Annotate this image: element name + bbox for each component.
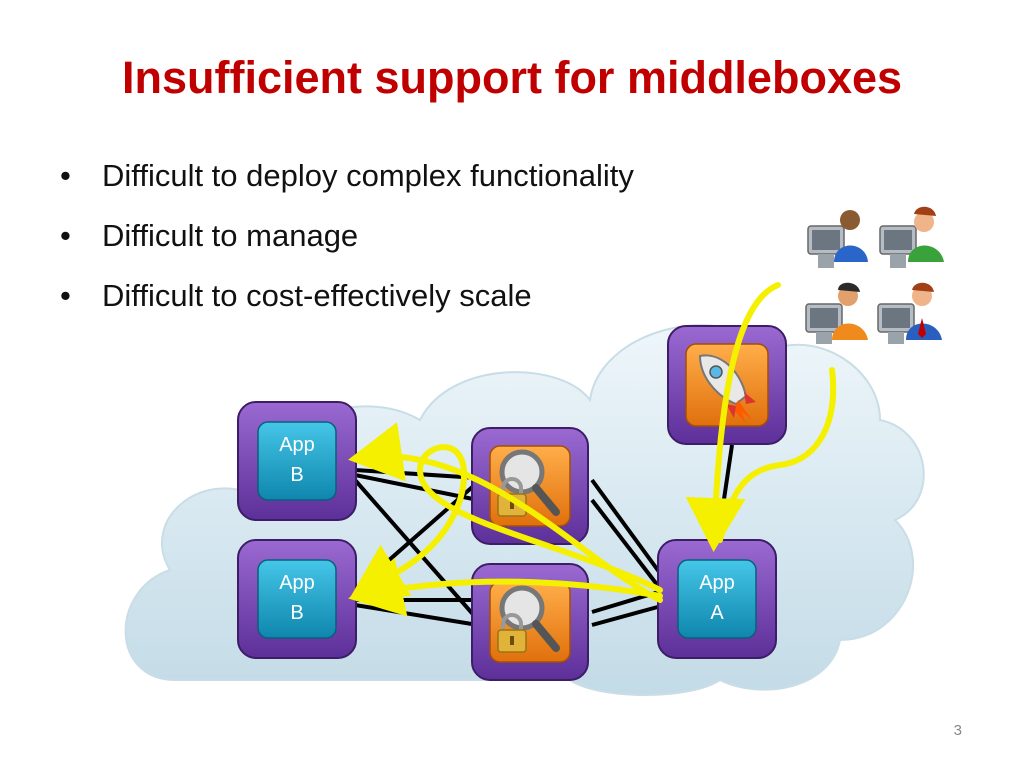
bullet-dot-icon: • — [60, 158, 71, 193]
bullet-text: Difficult to cost-effectively scale — [102, 278, 532, 313]
lock-magnifier-icon — [497, 449, 560, 517]
app-b-top-line1: App — [279, 434, 315, 456]
app-b-bottom-node[interactable]: App B — [237, 539, 357, 659]
bullet-dot-icon: • — [60, 218, 71, 253]
page-number: 3 — [953, 722, 962, 739]
bullet-dot-icon: • — [60, 278, 71, 313]
middlebox-top-node[interactable] — [471, 427, 589, 545]
bullet-list: • Difficult to deploy complex functionali… — [60, 152, 634, 332]
rocket-icon — [698, 354, 756, 424]
bullet-item: • Difficult to deploy complex functionali… — [60, 152, 634, 212]
user-computer-icon — [805, 282, 868, 344]
bullet-item: • Difficult to cost-effectively scale — [60, 272, 634, 332]
traffic-flows — [348, 282, 837, 617]
app-b-bottom-line1: App — [279, 572, 315, 594]
app-b-top-node[interactable]: App B — [237, 401, 357, 521]
app-a-node[interactable]: App A — [657, 539, 777, 659]
app-a-line1: App — [699, 572, 735, 594]
bullet-text: Difficult to deploy complex functionalit… — [102, 158, 634, 193]
bullet-item: • Difficult to manage — [60, 212, 634, 272]
slide-title: Insufficient support for middleboxes — [121, 52, 903, 103]
user-computer-icon — [877, 282, 942, 344]
lock-magnifier-icon — [497, 585, 560, 653]
user-computer-icon — [879, 206, 944, 268]
app-a-line2: A — [710, 602, 724, 624]
app-b-bottom-line2: B — [290, 602, 303, 624]
middlebox-bottom-node[interactable] — [471, 563, 589, 681]
users-group — [805, 206, 944, 344]
bullet-text: Difficult to manage — [102, 218, 359, 253]
app-b-top-line2: B — [290, 464, 303, 486]
user-computer-icon — [807, 210, 868, 268]
